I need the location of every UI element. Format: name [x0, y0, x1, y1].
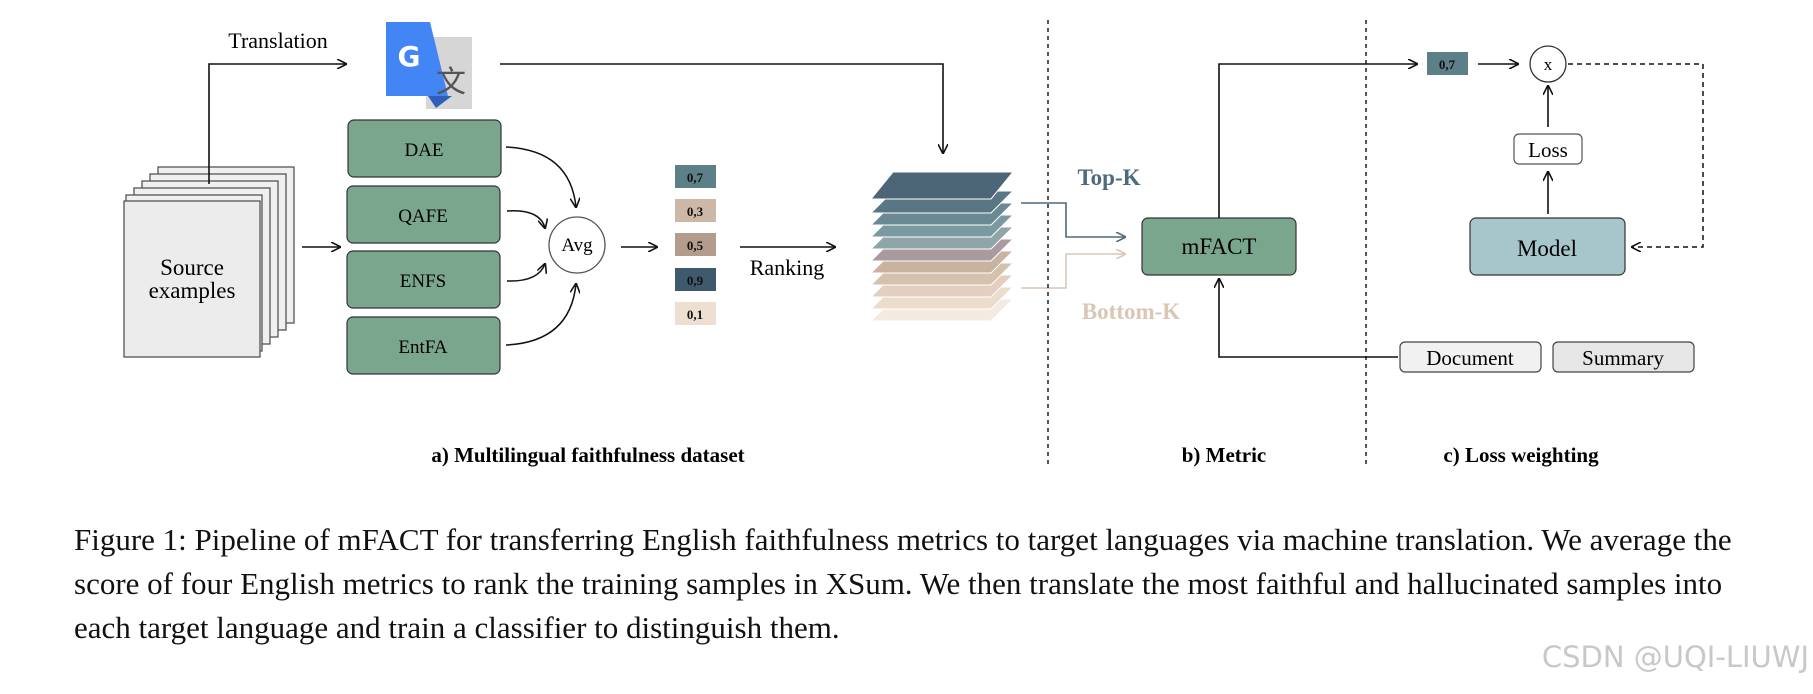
bottom-k-label: Bottom-K — [1082, 299, 1180, 324]
metric-label-enfs: ENFS — [400, 271, 446, 292]
metric-label-dae: DAE — [404, 140, 443, 161]
summary-label: Summary — [1582, 346, 1664, 370]
svg-text:G: G — [398, 40, 421, 73]
document-box: Document — [1399, 341, 1542, 373]
mfact-label: mFACT — [1182, 234, 1257, 259]
score-value: 0,5 — [687, 238, 704, 253]
translation-label: Translation — [228, 28, 327, 53]
top-k-arrow — [1021, 202, 1125, 237]
score-chip: 0,5 — [675, 233, 716, 256]
document-to-mfact-arrow — [1219, 279, 1398, 358]
ranking-label: Ranking — [750, 255, 825, 280]
avg-label: Avg — [561, 235, 593, 256]
pipeline-diagram: Source examples Translation G 文 DAE QAFE… — [123, 20, 1704, 467]
weighting-feedback-arrow — [1568, 63, 1704, 247]
section-label-c: c) Loss weighting — [1443, 443, 1599, 467]
entfa-to-avg-arrow — [505, 284, 576, 346]
score-value: 0,3 — [687, 204, 704, 219]
translation-arrow — [208, 64, 346, 184]
score-value: 0,1 — [687, 307, 703, 322]
multiply-label: x — [1544, 55, 1553, 74]
qafe-to-avg-arrow — [506, 210, 545, 228]
model-box: Model — [1469, 217, 1626, 276]
translated-to-stack-arrow — [500, 63, 943, 153]
mfact-to-score-arrow — [1218, 64, 1417, 218]
ranked-samples-stack — [869, 171, 1015, 322]
svg-text:文: 文 — [436, 65, 466, 100]
document-label: Document — [1426, 346, 1514, 370]
enfs-to-avg-arrow — [506, 264, 545, 282]
metric-box-enfs: ENFS — [346, 250, 501, 309]
watermark: CSDN @UQI-LIUWJ — [1541, 640, 1809, 674]
metric-box-dae: DAE — [347, 119, 502, 178]
dae-to-avg-arrow — [505, 146, 576, 207]
source-label-line1: Source — [160, 255, 224, 280]
score-value: 0,7 — [687, 170, 704, 185]
loss-box: Loss — [1513, 133, 1583, 165]
metric-box-entfa: EntFA — [346, 316, 501, 375]
metric-label-entfa: EntFA — [398, 337, 448, 358]
top-k-label: Top-K — [1077, 165, 1140, 190]
source-label-line2: examples — [149, 278, 236, 303]
bottom-k-arrow — [1021, 254, 1125, 289]
mfact-box: mFACT — [1141, 217, 1297, 276]
score-chip: 0,1 — [675, 302, 716, 325]
google-translate-icon: G 文 — [386, 22, 472, 109]
score-chip: 0,7 — [675, 165, 716, 188]
avg-node: Avg — [548, 216, 606, 274]
source-examples-stack: Source examples — [123, 166, 295, 358]
metric-box-qafe: QAFE — [346, 185, 501, 244]
model-label: Model — [1517, 236, 1577, 261]
metric-label-qafe: QAFE — [398, 206, 448, 227]
output-score-chip: 0,7 — [1427, 52, 1468, 75]
score-chip: 0,9 — [675, 268, 716, 291]
section-label-a: a) Multilingual faithfulness dataset — [431, 443, 744, 467]
score-chip: 0,3 — [675, 199, 716, 222]
multiply-node: x — [1529, 45, 1567, 83]
section-label-b: b) Metric — [1182, 443, 1267, 467]
figure-caption: Figure 1: Pipeline of mFACT for transfer… — [74, 522, 1732, 645]
score-value: 0,9 — [687, 273, 704, 288]
loss-label: Loss — [1528, 138, 1568, 162]
output-score-value: 0,7 — [1439, 57, 1456, 72]
summary-box: Summary — [1552, 341, 1695, 373]
